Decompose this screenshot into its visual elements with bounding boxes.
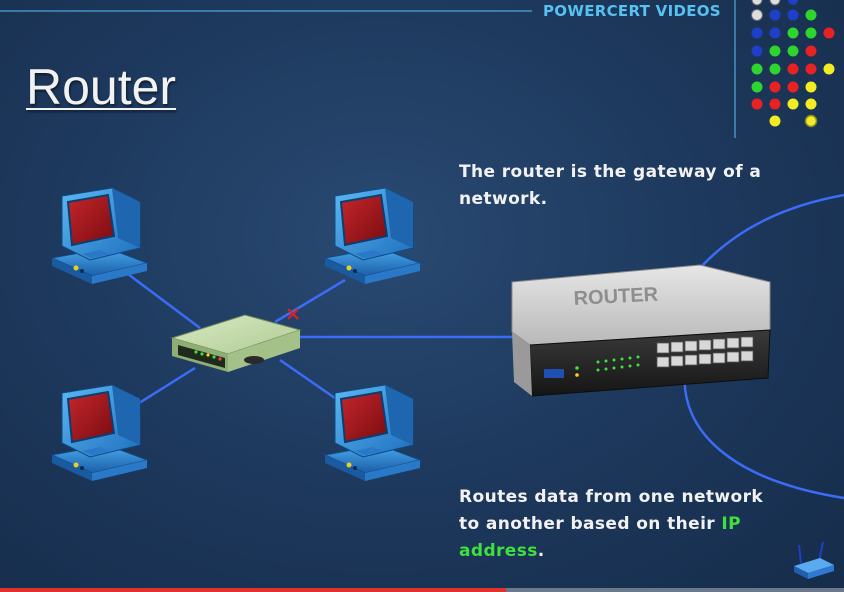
brand-label: POWERCERT VIDEOS <box>543 2 721 20</box>
video-progress-played <box>0 588 507 592</box>
network-arc-bottom <box>683 371 844 500</box>
wireless-router-icon <box>794 541 834 579</box>
computer-bottom-right <box>324 384 421 482</box>
router-device-label: ROUTER <box>573 284 659 310</box>
computer-bottom-left <box>51 384 148 482</box>
ip-address-highlight: IP address <box>459 514 741 561</box>
network-arc-top <box>699 193 844 269</box>
caption-routes-text: Routes data from one network to another … <box>459 487 764 534</box>
link-bottom-right <box>279 358 346 407</box>
caption-routes: Routes data from one network to another … <box>459 484 789 565</box>
video-progress-bar[interactable] <box>0 588 844 592</box>
computer-top-left <box>51 187 148 285</box>
hub-device <box>170 314 302 372</box>
link-top-left <box>119 267 201 329</box>
caption-gateway: The router is the gateway of a network. <box>459 162 762 209</box>
dot-grid-logo-icon <box>751 0 835 128</box>
link-break-x-icon <box>287 308 299 320</box>
link-top-right <box>274 278 346 324</box>
router-device: ROUTER <box>511 264 771 397</box>
caption-routes-period: . <box>537 541 545 561</box>
computer-top-right <box>324 187 421 285</box>
slide-title: Router <box>26 59 177 115</box>
